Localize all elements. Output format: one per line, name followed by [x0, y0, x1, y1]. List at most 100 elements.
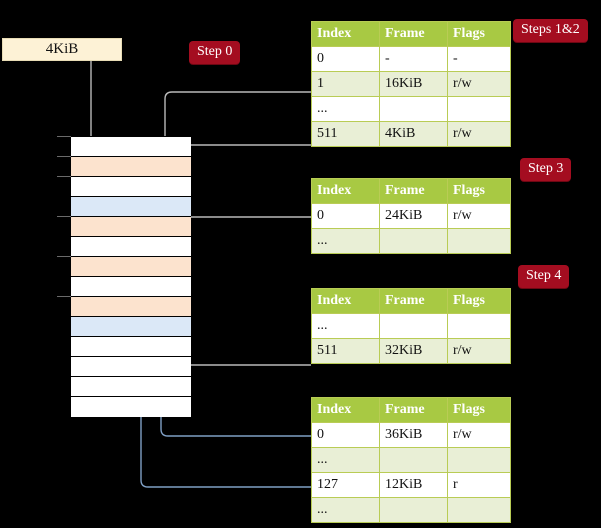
table-cell-index: 0	[311, 46, 380, 72]
table-cell-index: 511	[311, 121, 380, 147]
table-cell-frame: 36KiB	[379, 422, 448, 448]
wire-pml4-1-to-frame	[164, 91, 311, 257]
column-header-frame: Frame	[379, 397, 448, 423]
memory-frame-row	[71, 397, 191, 417]
memblock-4kib: 4KiB	[2, 38, 122, 61]
memory-frame-row	[71, 197, 191, 217]
table-cell-index: ...	[311, 228, 380, 254]
table-cell-frame	[379, 313, 448, 339]
memory-frame-row	[71, 237, 191, 257]
frame-tick-mark	[57, 256, 71, 257]
table-cell-frame: 24KiB	[379, 203, 448, 229]
table-row: 0--	[311, 46, 511, 72]
frame-tick-mark	[57, 136, 71, 137]
column-header-index: Index	[311, 21, 380, 47]
memory-frame-row	[71, 277, 191, 297]
memory-frame-row	[71, 217, 191, 237]
table-row: ...	[311, 313, 511, 339]
table-cell-flags: r/w	[447, 203, 511, 229]
table-row: ...	[311, 96, 511, 122]
table-cell-flags: r/w	[447, 71, 511, 97]
table-cell-index: ...	[311, 447, 380, 473]
frame-tick-mark	[57, 216, 71, 217]
column-header-flags: Flags	[447, 397, 511, 423]
badge-step-4: Step 4	[518, 265, 570, 288]
table-cell-index: 0	[311, 203, 380, 229]
badge-steps-1-and-2: Steps 1&2	[513, 19, 588, 42]
table-cell-flags	[447, 313, 511, 339]
table-cell-flags: r/w	[447, 422, 511, 448]
memory-frame-row	[71, 377, 191, 397]
table-cell-flags: r/w	[447, 338, 511, 364]
table-cell-flags	[447, 447, 511, 473]
table-cell-index: ...	[311, 497, 380, 523]
memory-frame-row	[71, 137, 191, 157]
table-cell-flags	[447, 96, 511, 122]
table-row: ...	[311, 228, 511, 254]
memory-frame-row	[71, 337, 191, 357]
table-row: ...	[311, 497, 511, 523]
column-header-flags: Flags	[447, 178, 511, 204]
memory-frame-row	[71, 317, 191, 337]
table-cell-index: 511	[311, 338, 380, 364]
table-cell-flags	[447, 497, 511, 523]
table-cell-frame	[379, 447, 448, 473]
table-cell-index: 127	[311, 472, 380, 498]
memory-frame-grid	[70, 136, 191, 417]
frame-tick-mark	[57, 296, 71, 297]
table-cell-flags: -	[447, 46, 511, 72]
wire-pt-127-to-frame	[133, 327, 311, 488]
table-cell-frame	[379, 96, 448, 122]
table-cell-index: 0	[311, 422, 380, 448]
column-header-frame: Frame	[379, 21, 448, 47]
table-cell-flags: r/w	[447, 121, 511, 147]
frame-tick-mark	[57, 156, 71, 157]
memory-frame-row	[71, 297, 191, 317]
table-cell-flags: r	[447, 472, 511, 498]
memory-frame-row	[71, 177, 191, 197]
wire-pd-511-to-frame	[176, 329, 311, 366]
badge-step-3: Step 3	[520, 158, 572, 181]
table-cell-index: ...	[311, 313, 380, 339]
column-header-frame: Frame	[379, 178, 448, 204]
wire-pt-0-to-frame	[153, 205, 311, 437]
table-cell-frame	[379, 228, 448, 254]
table-cell-flags	[447, 228, 511, 254]
memblock-label: 4KiB	[45, 41, 79, 57]
table-cell-frame: 12KiB	[379, 472, 448, 498]
memory-frame-row	[71, 157, 191, 177]
wire-pdpt-0-to-frame	[182, 216, 311, 297]
table-cell-index: 1	[311, 71, 380, 97]
table-cell-frame: -	[379, 46, 448, 72]
table-cell-frame: 32KiB	[379, 338, 448, 364]
column-header-frame: Frame	[379, 288, 448, 314]
column-header-index: Index	[311, 397, 380, 423]
table-cell-frame: 4KiB	[379, 121, 448, 147]
memory-frame-row	[71, 257, 191, 277]
table-cell-index: ...	[311, 96, 380, 122]
column-header-flags: Flags	[447, 288, 511, 314]
badge-step-0: Step 0	[189, 41, 241, 64]
column-header-index: Index	[311, 178, 380, 204]
memory-frame-row	[71, 357, 191, 377]
table-cell-frame: 16KiB	[379, 71, 448, 97]
table-row: ...	[311, 447, 511, 473]
column-header-flags: Flags	[447, 21, 511, 47]
table-cell-frame	[379, 497, 448, 523]
column-header-index: Index	[311, 288, 380, 314]
